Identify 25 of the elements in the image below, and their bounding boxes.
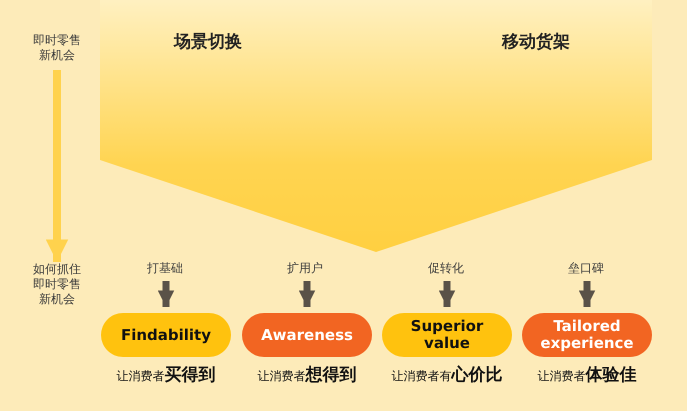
note-text: 如何抓住即时零售新机会 — [32, 262, 82, 307]
pill-label: Findability — [120, 326, 212, 344]
section-heading: 场景切换 — [172, 31, 243, 53]
caption-text: 让消费者有心价比 — [390, 364, 504, 386]
pill-label: Tailored experience — [539, 318, 635, 352]
caption-text: 让消费者体验佳 — [536, 364, 638, 386]
pill-shape — [101, 313, 231, 357]
caption-text: 让消费者买得到 — [116, 364, 216, 386]
pill-shape — [382, 313, 512, 357]
note-text: 即时零售新机会 — [32, 33, 82, 63]
pill-label: Awareness — [260, 326, 354, 344]
arrow — [158, 281, 174, 307]
pill-shape — [522, 313, 652, 357]
note-text: 促转化 — [427, 261, 465, 276]
pill-label: Superior value — [410, 318, 484, 352]
pill-shape — [242, 313, 372, 357]
arrow — [438, 281, 456, 307]
note-text: 打基础 — [146, 261, 184, 276]
caption-text: 让消费者想得到 — [256, 364, 358, 386]
note-text: 垒口碑 — [567, 261, 605, 276]
arrow — [298, 281, 316, 307]
arrow — [578, 281, 596, 307]
section-heading: 移动货架 — [500, 31, 571, 53]
note-text: 扩用户 — [286, 261, 324, 276]
arrow — [46, 70, 68, 262]
